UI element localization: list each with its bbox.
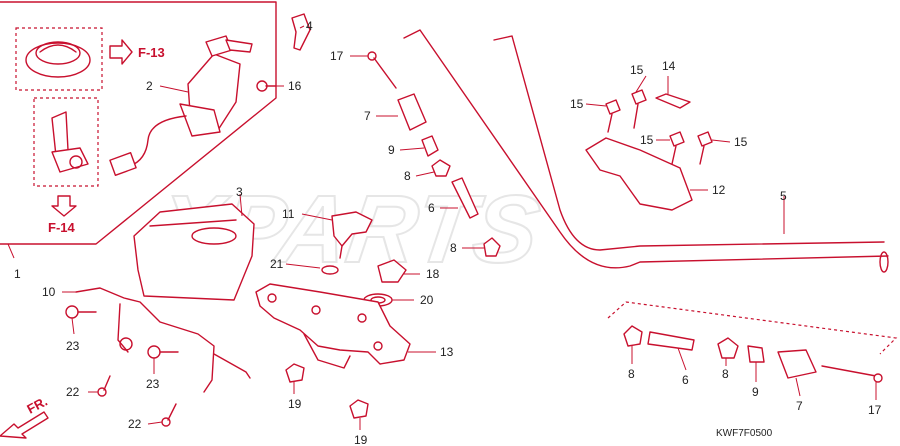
callout-8d: 8	[722, 367, 729, 381]
bolt-23a-part	[65, 305, 97, 319]
callout-17a: 17	[330, 49, 344, 63]
key-part	[291, 13, 311, 51]
ref-label-f14: F-14	[48, 220, 76, 235]
handlebar-pipe-part	[403, 29, 889, 273]
ref-box-cap	[15, 27, 103, 91]
ref-box-lock	[33, 97, 99, 187]
ignition-group-outline	[0, 1, 277, 245]
callout-9a: 9	[388, 143, 395, 157]
ref-arrow-f14: F-14	[48, 195, 77, 235]
weight-6a-part	[451, 177, 479, 219]
callout-7b: 7	[796, 399, 803, 413]
nut-19a-part	[285, 363, 305, 383]
callout-6a: 6	[428, 201, 435, 215]
leader-lines	[7, 25, 877, 430]
callout-23a: 23	[66, 339, 80, 353]
callout-13: 13	[440, 345, 454, 359]
callout-10: 10	[42, 285, 56, 299]
diagram-code: KWF7F0500	[716, 428, 773, 439]
weight-7a-part	[397, 93, 427, 131]
callout-12: 12	[712, 183, 726, 197]
washer-21-part	[321, 265, 339, 275]
handlebar-holder-plate-part	[255, 283, 411, 369]
callout-23b: 23	[146, 377, 160, 391]
callout-9b: 9	[752, 385, 759, 399]
callout-22b: 22	[128, 417, 142, 431]
grip-end-dashed-outline	[607, 301, 898, 355]
rubber-8d-part	[717, 337, 739, 359]
callout-5: 5	[780, 189, 787, 203]
callout-15d: 15	[734, 135, 748, 149]
front-arrow: FR.	[0, 394, 50, 439]
callout-6b: 6	[682, 373, 689, 387]
callouts: 1 2 3 4 5 6 6 7 7 8 8 8 8 9 9 10 11 12 1…	[14, 19, 882, 446]
screw-16-part	[256, 80, 277, 92]
screw-22b-part	[161, 403, 177, 427]
callout-19a: 19	[288, 397, 302, 411]
cap-18-part	[377, 259, 407, 283]
clip-9a-part	[421, 135, 439, 157]
callout-8a: 8	[404, 169, 411, 183]
bolt-15d-part	[697, 131, 713, 165]
callout-19b: 19	[354, 433, 368, 446]
bolt-15b-part	[631, 89, 647, 129]
callout-16: 16	[288, 79, 302, 93]
screw-22a-part	[97, 375, 111, 397]
bolt-23b-part	[147, 345, 179, 359]
callout-7a: 7	[364, 109, 371, 123]
bolt-15c-part	[669, 131, 685, 165]
callout-15a: 15	[630, 63, 644, 77]
callout-15c: 15	[640, 133, 654, 147]
rubber-8b-part	[483, 237, 501, 257]
weight-7b-part	[777, 349, 817, 379]
callout-22a: 22	[66, 385, 80, 399]
callout-4: 4	[306, 19, 313, 33]
callout-1: 1	[14, 267, 21, 281]
front-label: FR.	[24, 394, 50, 417]
upper-holder-part	[585, 137, 693, 211]
plate-14-part	[655, 93, 691, 109]
meter-bracket-part	[75, 287, 251, 393]
callout-14: 14	[662, 59, 676, 73]
callout-11: 11	[282, 207, 295, 221]
holder-11-part	[331, 211, 373, 259]
screw-17a-part	[367, 51, 397, 89]
callout-8b: 8	[450, 241, 457, 255]
callout-2: 2	[146, 79, 153, 93]
callout-21: 21	[270, 257, 284, 271]
clip-9b-part	[747, 345, 765, 363]
screw-17b-part	[821, 365, 883, 383]
ignition-switch-part	[109, 35, 253, 176]
ref-arrow-f13: F-13	[109, 39, 165, 65]
bolt-15a-part	[605, 99, 621, 133]
callout-3: 3	[236, 185, 243, 199]
ref-label-f13: F-13	[138, 45, 165, 60]
nut-19b-part	[349, 399, 369, 419]
rubber-8c-part	[623, 325, 643, 347]
callout-17b: 17	[868, 403, 882, 417]
callout-8c: 8	[628, 367, 635, 381]
callout-20: 20	[420, 293, 434, 307]
callout-18: 18	[426, 267, 440, 281]
callout-15b: 15	[570, 97, 584, 111]
handlebar-cover-part	[133, 203, 255, 301]
rubber-8a-part	[431, 159, 451, 177]
weight-6b-part	[647, 331, 695, 351]
